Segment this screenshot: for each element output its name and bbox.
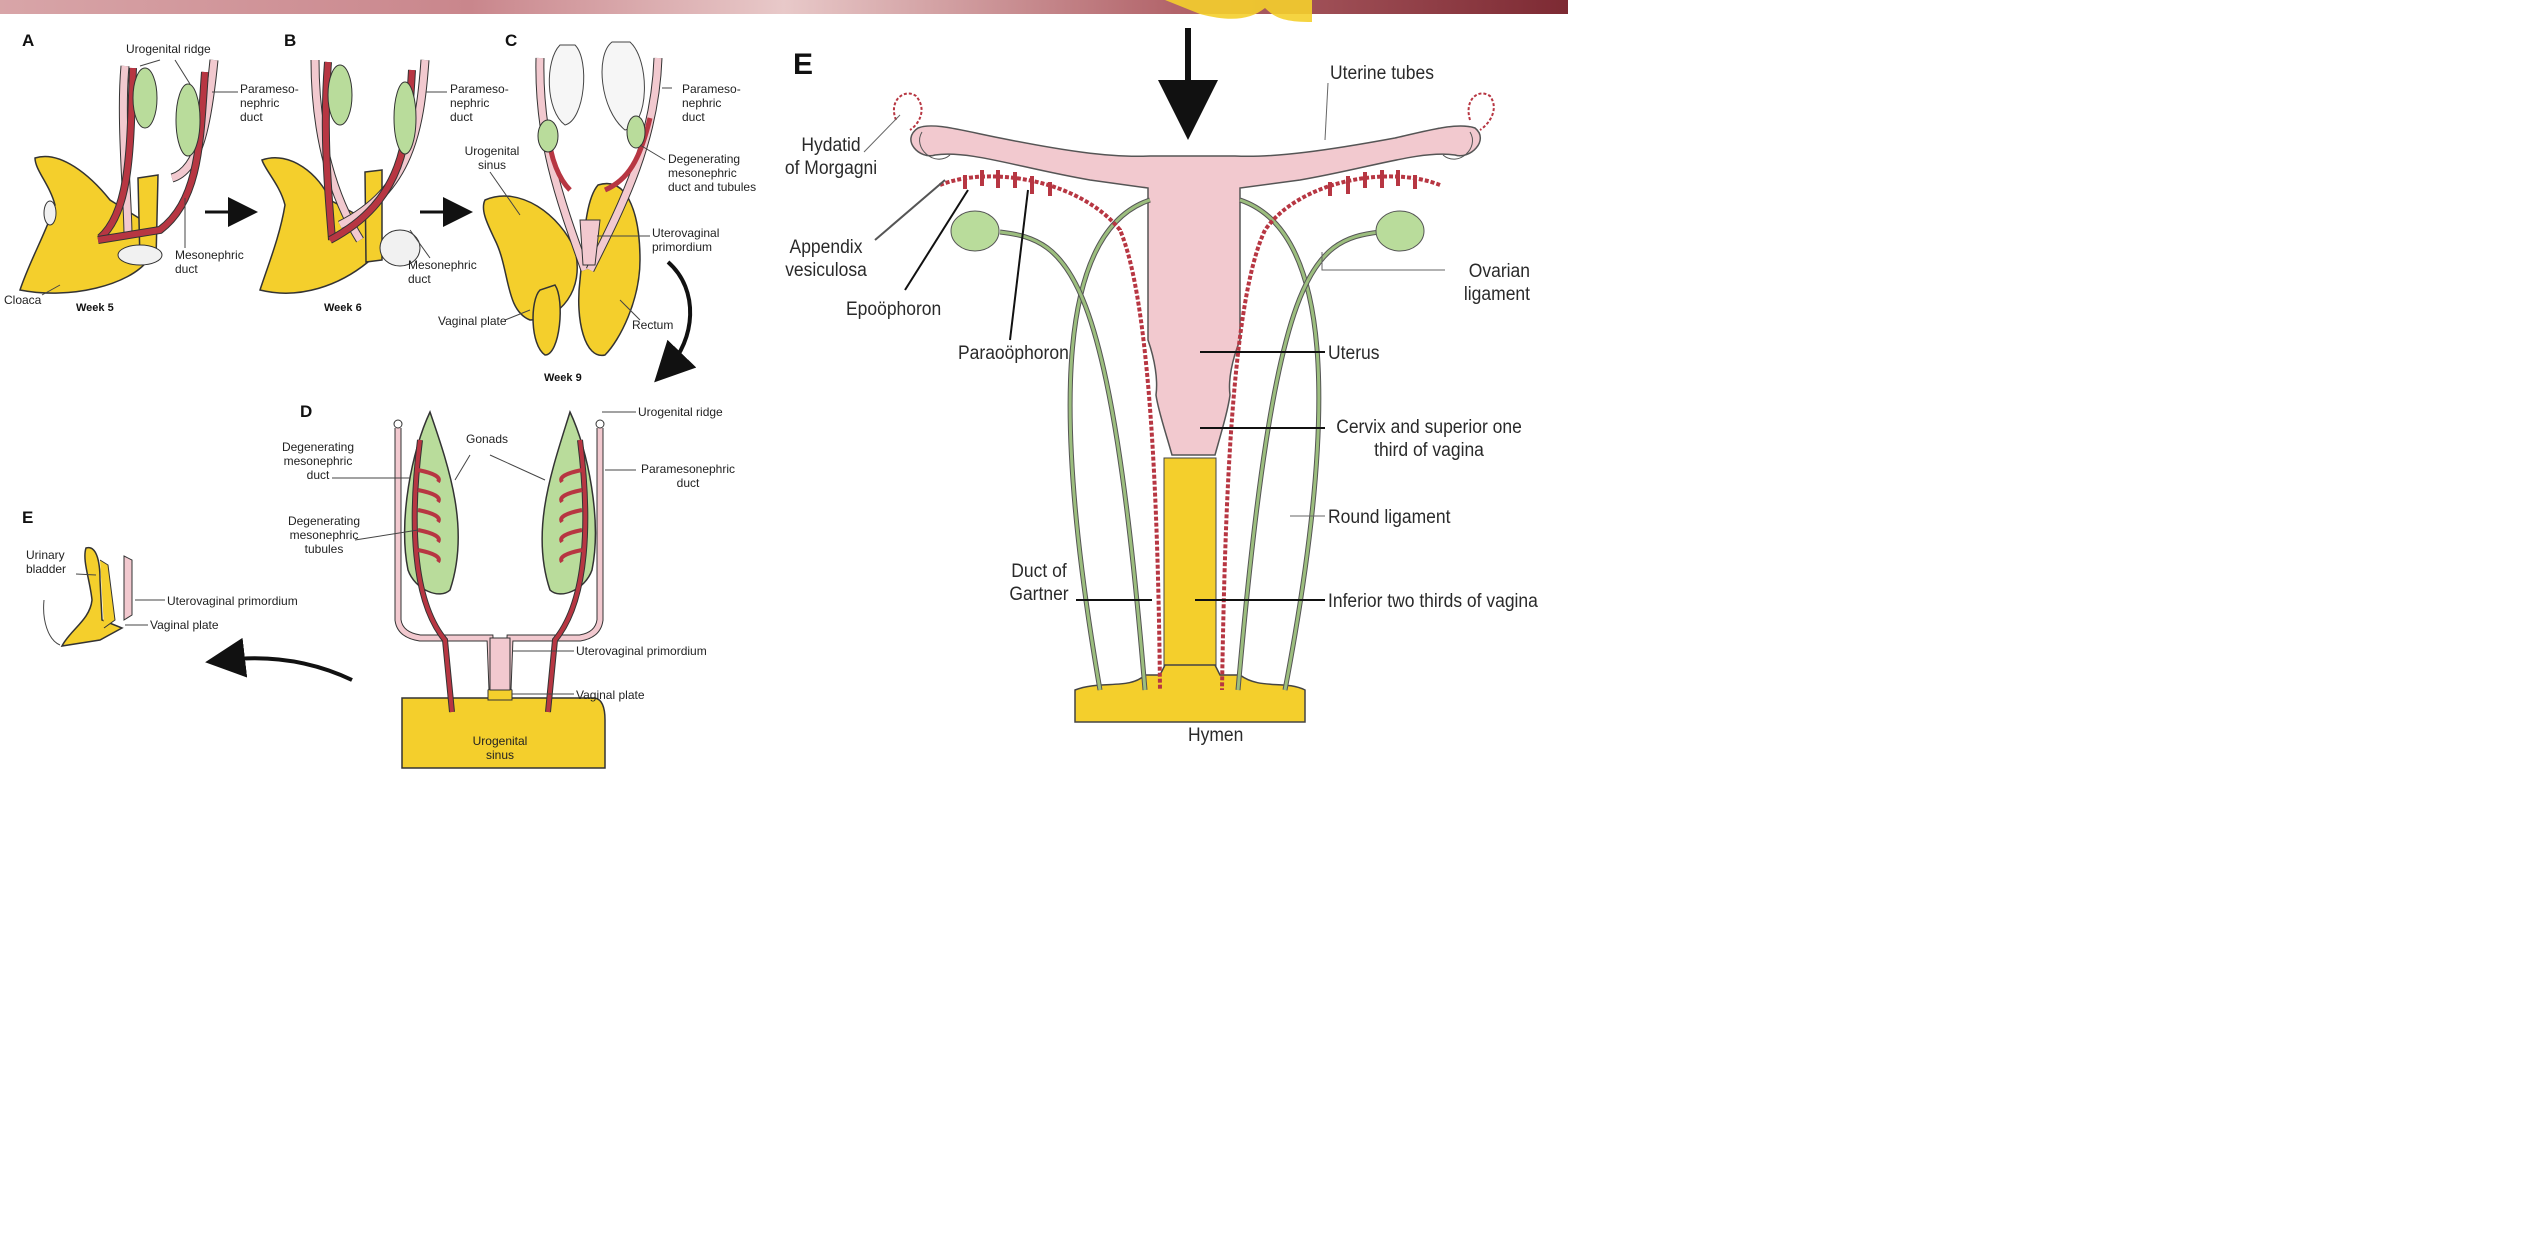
label-uterus: Uterus <box>1328 342 1379 365</box>
right-panel-letter: E <box>793 48 813 82</box>
label-b-week: Week 6 <box>324 302 362 314</box>
label-d-degen-tubules: Degenerating mesonephric tubules <box>274 514 374 556</box>
arrow-d-to-e <box>225 658 352 680</box>
diagram-stage: A Urogenital ridge Parameso- nephric duc… <box>0 0 1568 779</box>
label-inferior-vagina: Inferior two thirds of vagina <box>1328 590 1538 613</box>
label-uterine-tubes: Uterine tubes <box>1330 62 1434 85</box>
label-hymen: Hymen <box>1188 724 1243 747</box>
panel-d-letter: D <box>300 402 312 422</box>
panel-c-drawing <box>483 42 672 355</box>
label-hydatid: Hydatid of Morgagni <box>780 134 881 180</box>
label-c-week: Week 9 <box>544 372 582 384</box>
label-e-urinary-bladder: Urinary bladder <box>26 548 66 576</box>
label-a-cloaca: Cloaca <box>4 293 41 307</box>
panel-b-letter: B <box>284 31 296 51</box>
label-d-uterovaginal: Uterovaginal primordium <box>576 644 707 658</box>
diagram-artwork <box>0 0 1568 779</box>
label-c-uterovaginal: Uterovaginal primordium <box>652 226 719 254</box>
label-e-vaginal-plate: Vaginal plate <box>150 618 219 632</box>
panel-d-drawing <box>332 412 636 768</box>
label-paraoophoron: Paraoöphoron <box>958 342 1069 365</box>
label-d-gonads: Gonads <box>466 432 508 446</box>
label-b-paramesonephric: Parameso- nephric duct <box>450 82 509 124</box>
label-epoophoron: Epoöphoron <box>846 298 941 321</box>
label-d-urogenital-sinus: Urogenital sinus <box>460 734 540 762</box>
label-a-urogenital-ridge: Urogenital ridge <box>126 42 211 56</box>
panel-small-e-letter: E <box>22 508 33 528</box>
panel-a-letter: A <box>22 31 34 51</box>
label-c-vaginal-plate: Vaginal plate <box>438 314 507 328</box>
label-d-urogenital-ridge: Urogenital ridge <box>638 405 723 419</box>
label-a-paramesonephric: Parameso- nephric duct <box>240 82 299 124</box>
label-c-urogenital-sinus: Urogenital sinus <box>456 144 528 172</box>
label-c-degenerating: Degenerating mesonephric duct and tubule… <box>668 152 756 194</box>
label-d-degen-duct: Degenerating mesonephric duct <box>268 440 368 482</box>
arrow-c-to-d <box>668 262 690 368</box>
label-b-mesonephric: Mesonephric duct <box>408 258 477 286</box>
panel-c-letter: C <box>505 31 517 51</box>
label-a-mesonephric: Mesonephric duct <box>175 248 244 276</box>
label-c-paramesonephric: Parameso- nephric duct <box>682 82 741 124</box>
label-e-uterovaginal: Uterovaginal primordium <box>167 594 298 608</box>
label-d-paramesonephric: Paramesonephric duct <box>636 462 740 490</box>
label-ovarian-ligament: Ovarian ligament <box>1447 260 1530 306</box>
label-a-week: Week 5 <box>76 302 114 314</box>
label-cervix: Cervix and superior one third of vagina <box>1327 416 1531 462</box>
label-appendix: Appendix vesiculosa <box>778 236 874 282</box>
label-duct-of-gartner: Duct of Gartner <box>998 560 1081 606</box>
label-d-vaginal-plate: Vaginal plate <box>576 688 645 702</box>
label-round-ligament: Round ligament <box>1328 506 1450 529</box>
label-c-rectum: Rectum <box>632 318 673 332</box>
